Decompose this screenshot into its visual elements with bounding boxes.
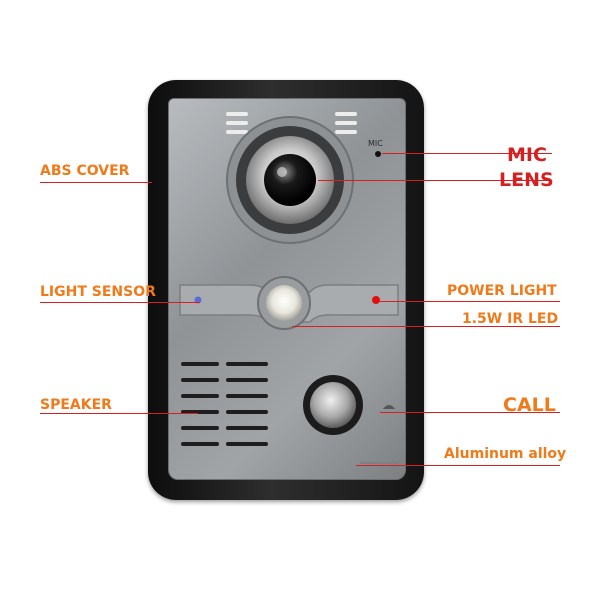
leader-lens [318, 180, 552, 181]
power-light-led [372, 296, 380, 304]
mic-hole [375, 151, 381, 157]
top-vent-left [226, 112, 248, 134]
leader-speaker [40, 413, 198, 414]
lens-glass [264, 154, 316, 206]
speaker-grille [181, 362, 268, 446]
light-sensor-label: LIGHT SENSOR [40, 284, 156, 300]
leader-ir-led [292, 326, 560, 327]
abs-cover-label: ABS COVER [40, 163, 130, 179]
leader-aluminum-alloy [356, 465, 560, 466]
top-vent-right [335, 112, 357, 134]
leader-abs-cover [40, 182, 152, 183]
leader-light-sensor [40, 302, 200, 303]
leader-mic [382, 153, 552, 154]
ir-led-label: 1.5W IR LED [462, 311, 559, 327]
bell-icon [383, 405, 395, 409]
lens-label: LENS [499, 169, 554, 191]
leader-call [380, 412, 560, 413]
mic-print: MIC [368, 139, 383, 148]
mic-label: MIC [507, 144, 547, 166]
speaker-label: SPEAKER [40, 397, 112, 413]
light-sensor-led [194, 296, 202, 304]
aluminum-alloy-label: Aluminum alloy [444, 446, 567, 462]
call-button [310, 382, 356, 428]
call-label: CALL [503, 394, 556, 416]
power-light-label: POWER LIGHT [447, 283, 557, 299]
leader-power-light [378, 301, 560, 302]
ir-led [266, 285, 302, 321]
